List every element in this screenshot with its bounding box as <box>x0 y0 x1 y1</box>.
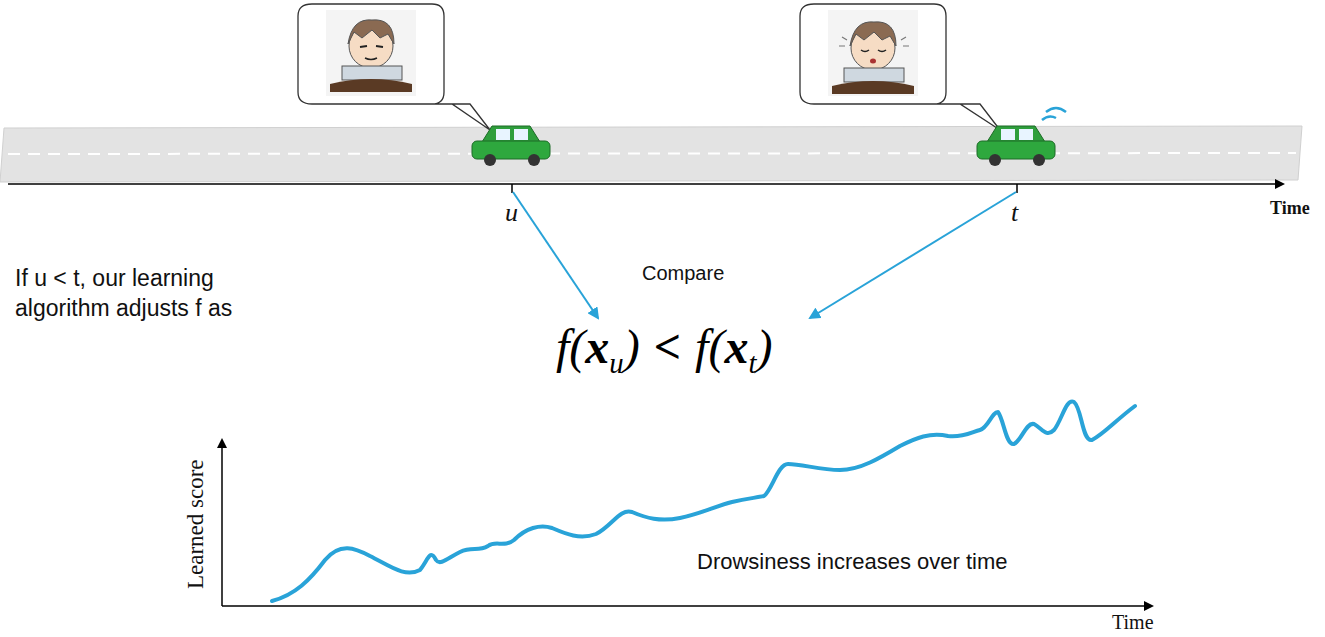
axis-label: Time <box>1112 612 1154 632</box>
y-axis <box>221 440 223 606</box>
note: Drowsiness increases over time <box>697 549 1008 574</box>
speech-bubble <box>298 4 490 130</box>
x-axis <box>222 605 1152 607</box>
road <box>0 126 1302 182</box>
formula-subscript: t <box>748 347 756 379</box>
formula-operator: < <box>640 320 695 373</box>
car <box>977 108 1066 166</box>
formula-subscript: u <box>609 347 623 379</box>
tick <box>511 184 513 193</box>
formula-part: ) <box>624 320 640 373</box>
score-curve <box>272 402 1135 601</box>
pointer-arrow <box>810 192 1016 318</box>
note: Compare <box>642 262 724 285</box>
note: If u < t, our learning algorithm adjusts… <box>15 264 305 324</box>
time-axis <box>8 183 1283 185</box>
tick <box>1016 184 1018 193</box>
car <box>472 126 550 166</box>
formula-part: x <box>585 320 609 373</box>
tick-label: u <box>505 198 518 228</box>
axis-label: Learned score <box>183 459 209 589</box>
speech-bubble <box>800 4 1000 130</box>
formula-part: f( <box>695 320 724 373</box>
formula-part: x <box>724 320 748 373</box>
pointer-arrow <box>513 192 598 318</box>
formula-part: ) <box>756 320 772 373</box>
tick-label: t <box>1011 198 1018 228</box>
axis-label: Time <box>1270 198 1310 219</box>
formula-part: f( <box>556 320 585 373</box>
formula: f(xu)<f(xt) <box>556 318 772 381</box>
